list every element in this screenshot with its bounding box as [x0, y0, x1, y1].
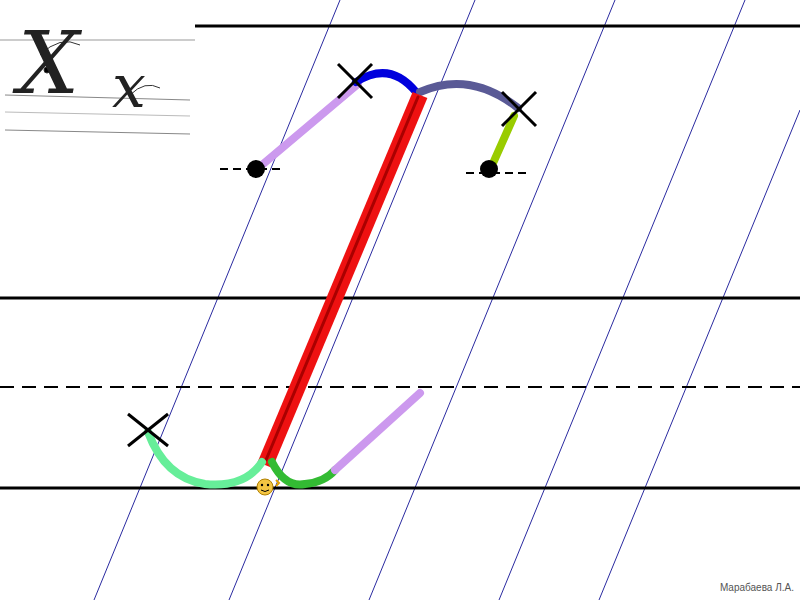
smiley-icon: [257, 479, 279, 495]
author-credit: Марабаева Л.А.: [720, 583, 794, 593]
cursive-capital: Х: [18, 20, 79, 106]
letter-strokes: [148, 73, 518, 484]
start-points: [220, 160, 528, 178]
cursive-lowercase: х: [112, 56, 146, 116]
slant-lines: [94, 0, 800, 600]
ruling: [0, 26, 800, 488]
cross-marks: [128, 64, 536, 446]
